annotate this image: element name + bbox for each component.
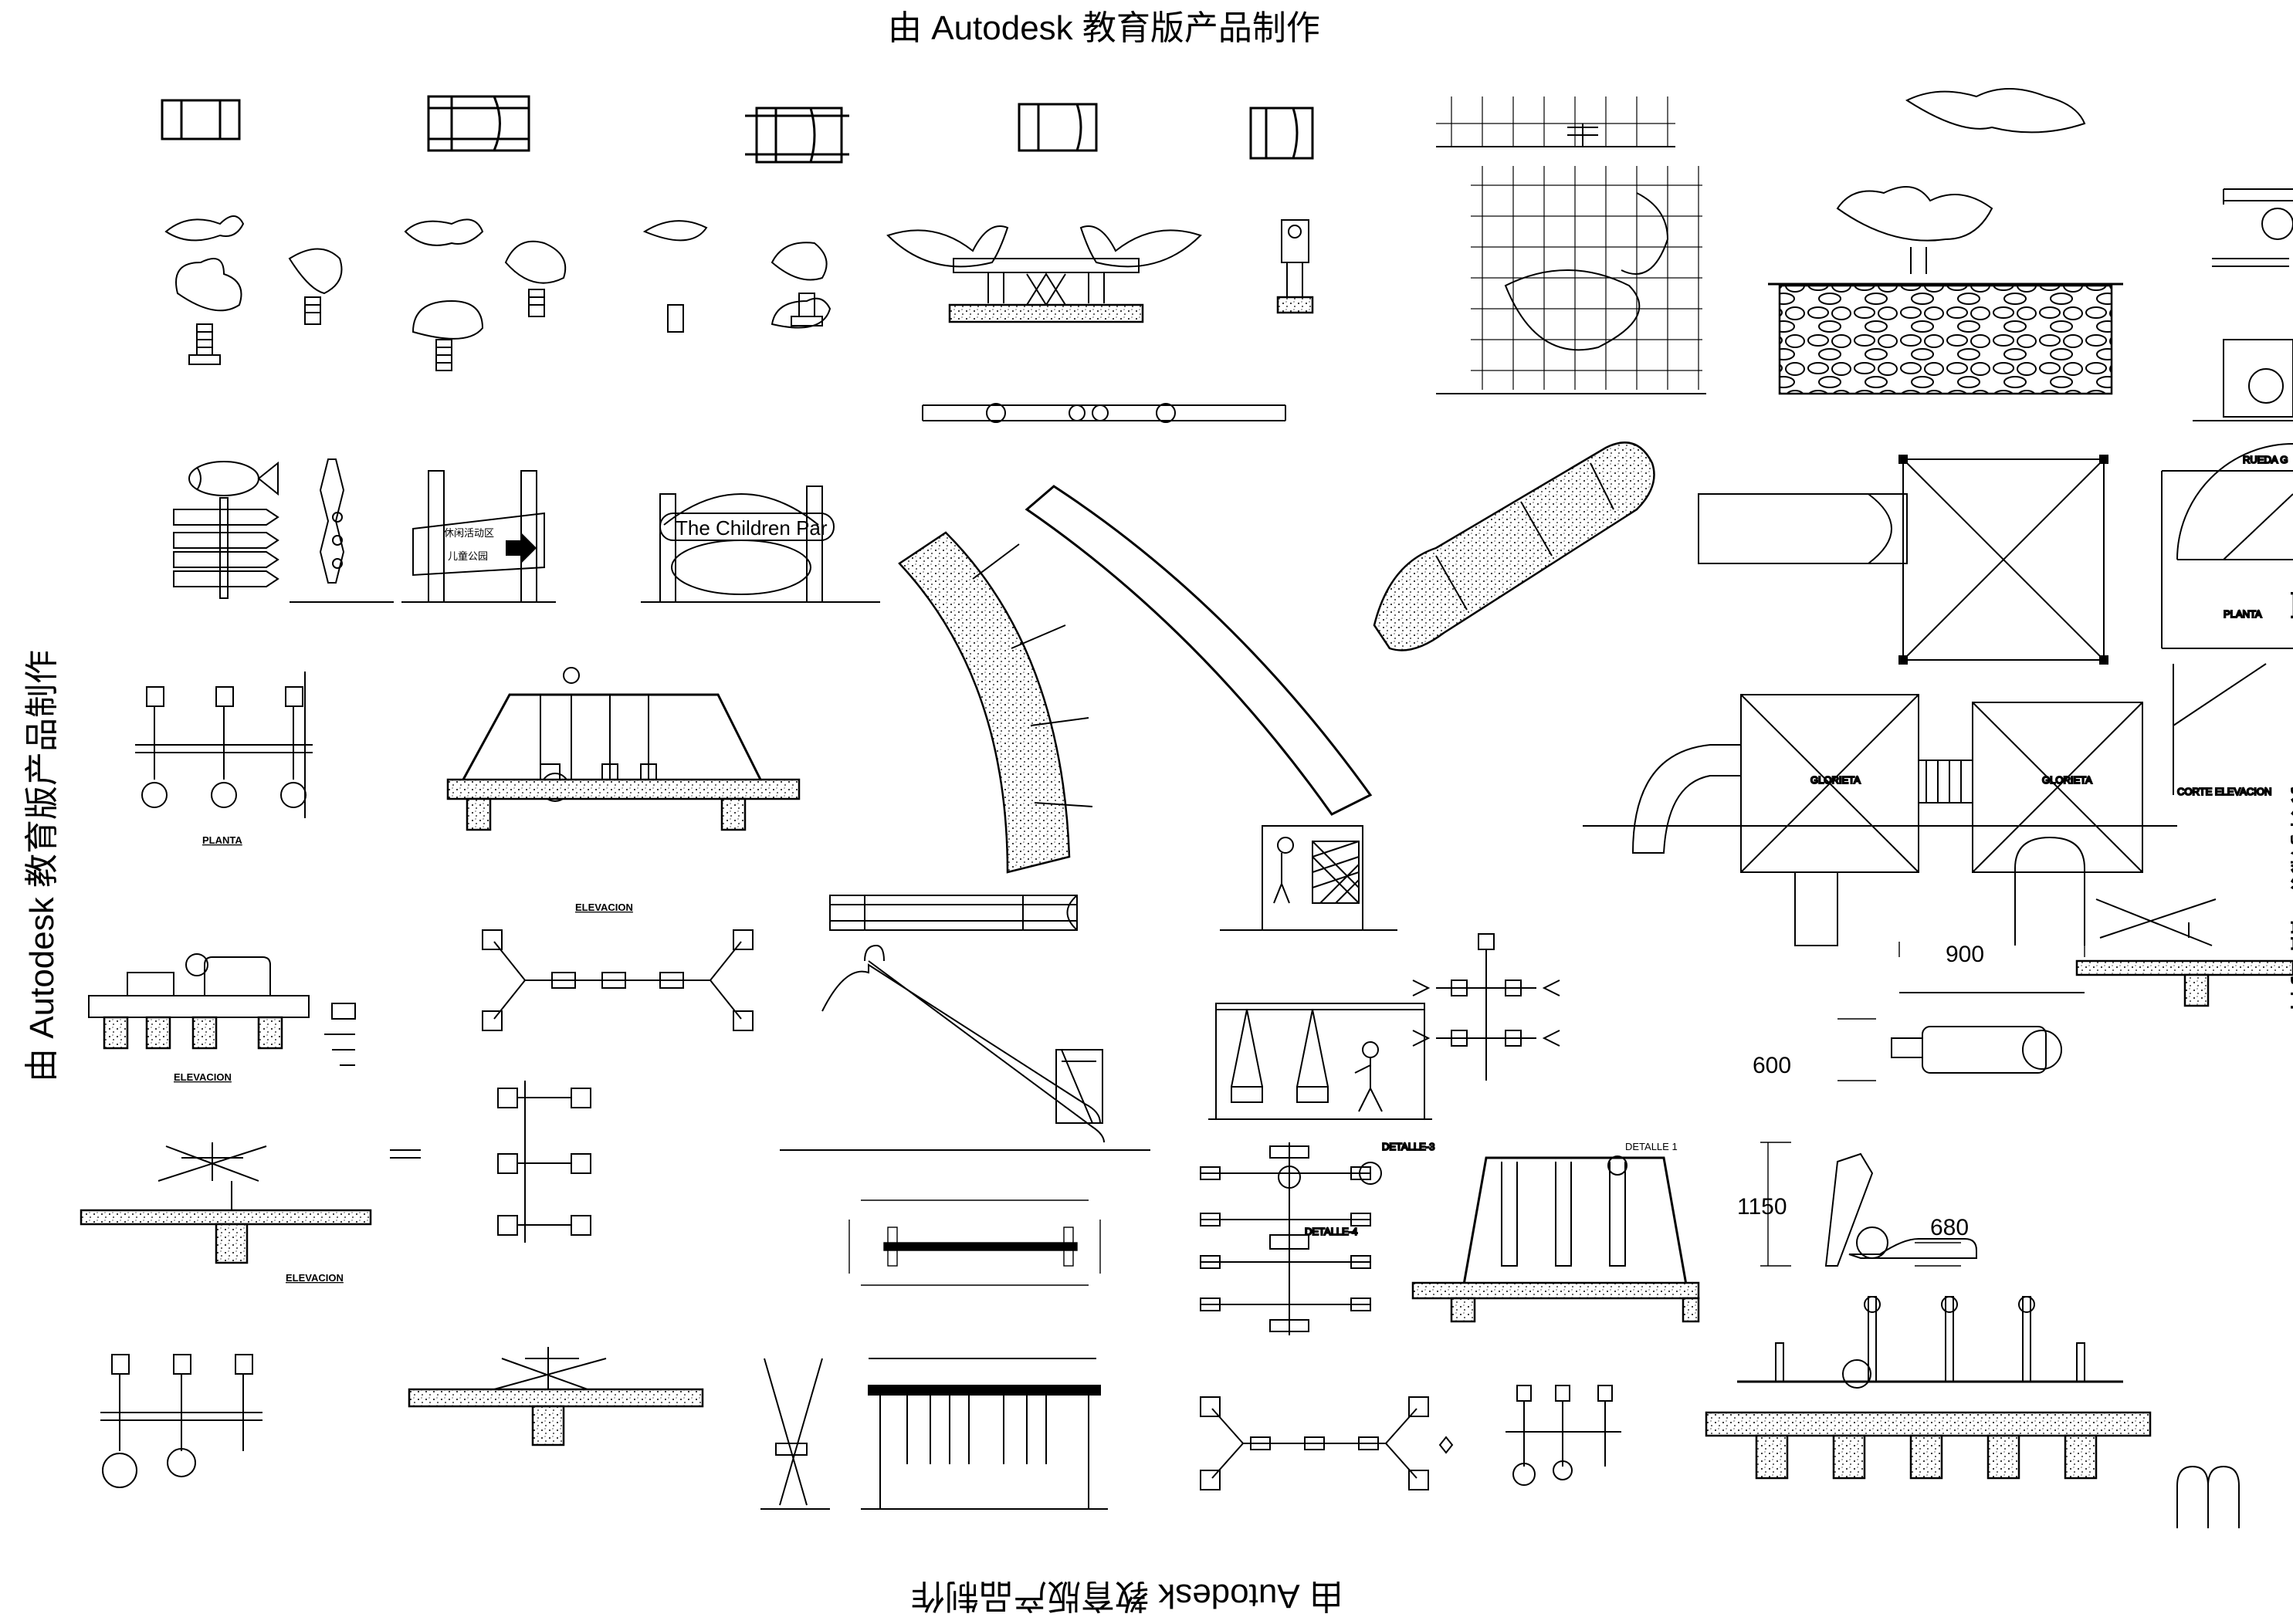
seesaw-plan-5 — [1249, 107, 1314, 160]
dimension-1150: 1150 — [1737, 1194, 1787, 1220]
bike-rider-elevation — [1276, 219, 1314, 314]
rueda-detail: RUEDA G PLANTA CORTE ELEVACION — [2161, 443, 2293, 798]
signpost-side-elevation — [290, 458, 394, 603]
straight-curved-slide-plan — [1025, 485, 1373, 816]
spinner-plan-2 — [1200, 1396, 1454, 1490]
pavilion-slide-plan — [1698, 455, 2108, 665]
detalle-3-label: DETALLE-3 — [1382, 1141, 1434, 1152]
bench-dimension-elevation — [848, 1199, 1101, 1286]
elevacion-title-1: ELEVACION — [575, 902, 633, 913]
swing-planta — [135, 672, 313, 818]
sign-text-cn2: 儿童公园 — [448, 550, 488, 562]
seesaw-plan-2 — [427, 95, 530, 152]
dimension-680: 680 — [1930, 1215, 1969, 1240]
merry-go-round-elevation-2 — [408, 1347, 704, 1446]
swing-planta-bottom — [100, 1354, 262, 1488]
fish-signpost — [173, 461, 279, 599]
slide-elevation — [780, 944, 1150, 1151]
stone-planter-elevation — [1768, 88, 2123, 395]
merry-go-round-elevation — [80, 1142, 372, 1264]
seesaw-plan-detalle: DETALLE-3 DETALLE-4 — [1200, 1140, 1435, 1335]
slide-plan-top — [829, 895, 1078, 931]
rocker-elevation-dimensioned: 1150 680 — [1737, 1142, 1977, 1267]
elevacion-title-3: ELEVACION — [286, 1272, 344, 1284]
grid-sculpture-elevation — [1436, 96, 1706, 394]
watermark-top: 由 Autodesk 教育版产品制作 — [888, 9, 1320, 47]
sign-text-cn: 休闲活动区 — [444, 527, 494, 539]
gloreta-label-2: GLORIETA — [2042, 774, 2092, 786]
children-park-gate: The Children Par — [641, 486, 880, 603]
tube-slide-plan — [1373, 442, 1655, 651]
spring-rider-cluster-plan — [1412, 933, 1560, 1081]
planta-title: PLANTA — [202, 834, 242, 846]
spinner-plan — [482, 929, 754, 1031]
right-seesaw-detail — [2075, 898, 2293, 1007]
gazebo-complex-plan: GLORIETA GLORIETA — [1583, 694, 2177, 946]
corte-title: CORTE ELEVACION — [2177, 786, 2271, 797]
seesaw-plan-4 — [1018, 103, 1098, 152]
slide-end-elevation — [1055, 1049, 1103, 1124]
child-swing-elevation — [1208, 1003, 1432, 1120]
bench-foundation-elevation — [1705, 1296, 2240, 1528]
climbing-net-elevation — [1220, 825, 1397, 931]
spring-rider-group-2 — [404, 218, 832, 371]
swing-set-elevation-dimensioned — [861, 1358, 1108, 1510]
park-sign-board: 休闲活动区 儿童公园 — [401, 470, 556, 603]
detalle-4-label: DETALLE-4 — [1305, 1226, 1357, 1237]
a-frame-swing-side — [760, 1358, 830, 1510]
planta-right-title: PLANTA — [2224, 608, 2262, 620]
rocker-plan-dimensioned: 900 600 — [1753, 942, 2085, 1081]
swing-planta-right — [1506, 1385, 1621, 1486]
elevacion-title-2: ELEVACION — [174, 1071, 232, 1083]
seesaw-plan-1 — [161, 99, 241, 140]
right-edge-details — [2193, 188, 2293, 421]
vertical-equipment-plan — [497, 1081, 591, 1243]
gate-sign-text: The Children Par — [676, 516, 828, 540]
spring-rider-group-1 — [164, 215, 343, 365]
bird-seesaw-elevation — [886, 225, 1286, 423]
gloreta-label-1: GLORIETA — [1810, 774, 1861, 786]
swing-frame-elevation — [446, 667, 801, 831]
curved-slide-plan-1 — [898, 531, 1093, 874]
small-mechanism-detail — [324, 1003, 421, 1159]
dimension-900: 900 — [1946, 942, 1984, 967]
detalle-1-label: DETALLE 1 — [1625, 1141, 1678, 1152]
dimension-600: 600 — [1753, 1053, 1791, 1078]
swing-frame-elevation-2: DETALLE 1 — [1411, 1141, 1700, 1323]
seesaw-plan-3 — [745, 107, 849, 164]
rueda-title: RUEDA G — [2243, 454, 2288, 465]
bench-elevation — [88, 953, 310, 1050]
